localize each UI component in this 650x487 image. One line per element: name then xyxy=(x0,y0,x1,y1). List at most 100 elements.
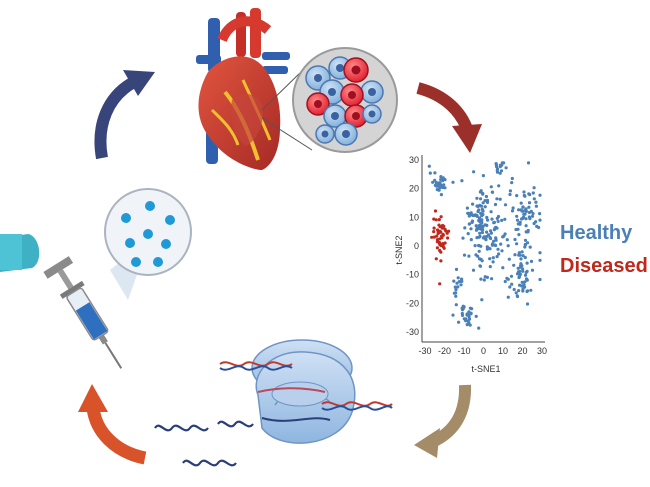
healthy-point xyxy=(492,239,496,243)
healthy-point xyxy=(503,203,508,207)
healthy-point xyxy=(451,313,455,317)
healthy-point xyxy=(523,273,528,277)
y-tick-label: 10 xyxy=(409,212,419,222)
healthy-point xyxy=(505,276,509,280)
healthy-point xyxy=(524,224,528,228)
healthy-point xyxy=(524,217,528,221)
healthy-point xyxy=(469,238,473,242)
healthy-point xyxy=(516,227,520,231)
syringe-icon xyxy=(43,256,123,369)
healthy-point xyxy=(466,319,470,323)
healthy-point xyxy=(529,259,534,263)
healthy-point xyxy=(501,266,505,270)
healthy-point xyxy=(483,205,487,209)
healthy-point xyxy=(481,174,485,178)
healthy-point xyxy=(441,176,445,180)
healthy-point xyxy=(495,226,499,230)
healthy-point xyxy=(477,257,482,261)
healthy-point xyxy=(480,298,484,302)
healthy-point xyxy=(469,312,473,316)
healthy-point xyxy=(519,257,523,261)
healthy-point xyxy=(454,267,459,271)
healthy-point xyxy=(478,264,482,268)
healthy-point xyxy=(496,219,500,223)
healthy-point xyxy=(470,307,474,311)
healthy-point xyxy=(467,222,472,226)
healthy-point xyxy=(457,280,461,284)
healthy-point xyxy=(523,255,527,260)
healthy-point xyxy=(489,231,493,235)
healthy-point xyxy=(485,275,489,279)
healthy-point xyxy=(441,179,445,183)
healthy-point xyxy=(495,197,499,201)
healthy-point xyxy=(498,197,502,201)
healthy-point xyxy=(534,220,538,224)
legend-healthy: Healthy xyxy=(560,222,633,244)
healthy-point xyxy=(500,249,504,253)
healthy-point xyxy=(460,279,464,283)
diseased-point xyxy=(439,215,443,219)
healthy-point xyxy=(495,216,499,220)
healthy-point xyxy=(453,285,457,289)
diseased-point xyxy=(433,209,438,213)
diseased-point xyxy=(439,250,443,254)
y-tick-label: 0 xyxy=(414,241,419,251)
y-tick-label: -20 xyxy=(406,298,419,308)
rna-strand-icon xyxy=(154,361,393,467)
healthy-point xyxy=(433,178,437,182)
healthy-point xyxy=(530,268,535,272)
ribosome-icon xyxy=(251,339,356,444)
healthy-point xyxy=(475,196,479,200)
healthy-point xyxy=(510,176,514,181)
healthy-point xyxy=(483,199,487,203)
healthy-point xyxy=(529,209,533,213)
diseased-point xyxy=(432,226,436,230)
healthy-point xyxy=(515,294,519,298)
healthy-point xyxy=(507,257,511,261)
cycle-arrow-darkred xyxy=(416,82,482,153)
healthy-point xyxy=(469,227,473,231)
diseased-point xyxy=(434,218,438,222)
healthy-point xyxy=(479,211,483,215)
healthy-point xyxy=(519,201,523,205)
healthy-point xyxy=(500,163,504,167)
healthy-point xyxy=(517,208,521,212)
cycle-arrow-navy xyxy=(94,70,155,160)
healthy-point xyxy=(527,201,532,205)
healthy-point xyxy=(491,256,495,260)
healthy-point xyxy=(461,236,465,240)
healthy-point xyxy=(439,193,443,197)
legend-diseased: Diseased xyxy=(560,255,648,277)
healthy-point xyxy=(525,302,530,306)
healthy-point xyxy=(485,215,489,220)
healthy-point xyxy=(479,204,484,208)
healthy-point xyxy=(472,170,476,174)
healthy-point xyxy=(477,216,482,220)
healthy-point xyxy=(481,191,485,196)
healthy-point xyxy=(502,161,506,165)
diseased-point xyxy=(438,229,442,233)
healthy-point xyxy=(518,283,522,287)
healthy-point xyxy=(523,280,527,284)
healthy-point xyxy=(531,191,535,195)
diseased-point xyxy=(447,229,451,233)
healthy-point xyxy=(516,270,521,274)
healthy-point xyxy=(538,212,542,216)
healthy-point xyxy=(470,219,475,223)
healthy-point xyxy=(517,253,521,257)
healthy-point xyxy=(492,220,496,224)
healthy-point xyxy=(477,249,481,253)
healthy-point xyxy=(523,238,528,242)
healthy-point xyxy=(520,250,524,254)
healthy-point xyxy=(460,277,464,281)
healthy-point xyxy=(512,287,516,292)
healthy-point xyxy=(482,278,486,282)
y-tick-label: -10 xyxy=(406,270,419,280)
healthy-point xyxy=(462,317,466,321)
healthy-point xyxy=(519,264,523,268)
healthy-point xyxy=(456,276,460,280)
healthy-point xyxy=(521,205,525,209)
healthy-point xyxy=(454,288,458,292)
diseased-point xyxy=(440,242,444,246)
